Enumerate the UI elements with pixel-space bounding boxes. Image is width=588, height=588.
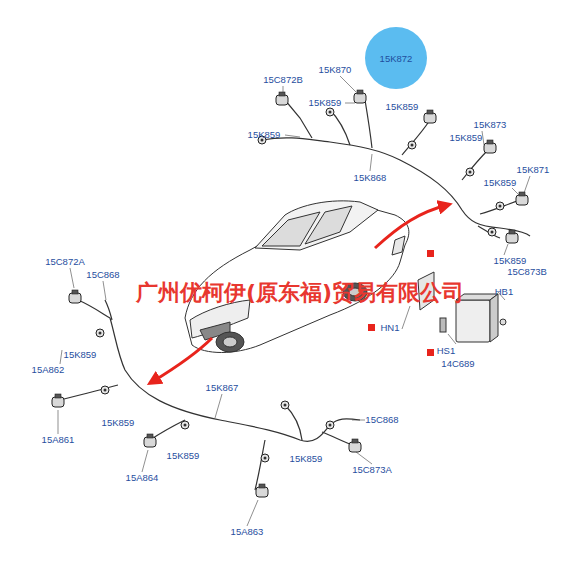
part-number: HS1 xyxy=(437,346,455,356)
red-square xyxy=(427,349,434,356)
red-arrow xyxy=(375,205,447,248)
part-number: 15K859 xyxy=(64,350,97,360)
car-body xyxy=(185,201,409,353)
part-number: 15C873B xyxy=(507,267,547,277)
red-square xyxy=(368,324,375,331)
part-number: 15C872A xyxy=(45,257,85,267)
part-number: 15K859 xyxy=(450,133,483,143)
leader-lines xyxy=(58,76,530,526)
rear-harness xyxy=(262,100,530,238)
part-number: 15K859 xyxy=(484,178,517,188)
part-number: 15A861 xyxy=(42,435,75,445)
callout-number: 15K872 xyxy=(380,53,413,64)
part-number: 15K859 xyxy=(386,102,419,112)
part-number: HN1 xyxy=(380,323,399,333)
part-number: 15K873 xyxy=(474,120,507,130)
part-number: 15C868 xyxy=(365,415,398,425)
part-number: 15K870 xyxy=(319,65,352,75)
part-number: 15C868 xyxy=(86,270,119,280)
part-number: 15K859 xyxy=(102,418,135,428)
part-number: 15C872B xyxy=(263,75,303,85)
watermark: 广州优柯伊(原东福)贸易有限公司 xyxy=(136,282,464,304)
part-number: 15A863 xyxy=(231,527,264,537)
part-number: 15K871 xyxy=(517,165,550,175)
front-harness xyxy=(60,300,360,490)
part-number: 15K859 xyxy=(167,451,200,461)
highlight-circle: 15K872 xyxy=(365,27,427,89)
part-number: 15A864 xyxy=(126,473,159,483)
red-arrow xyxy=(152,338,212,382)
part-number: HB1 xyxy=(495,287,513,297)
part-number: 15K859 xyxy=(248,130,281,140)
red-square xyxy=(427,250,434,257)
part-number: 15K859 xyxy=(494,256,527,266)
part-number: 15K867 xyxy=(206,383,239,393)
part-number: 15K868 xyxy=(354,173,387,183)
part-number: 15C873A xyxy=(352,465,392,475)
part-number: 15K859 xyxy=(290,454,323,464)
part-number: 15K859 xyxy=(309,98,342,108)
part-number: 14C689 xyxy=(441,359,474,369)
part-number: 15A862 xyxy=(32,365,65,375)
